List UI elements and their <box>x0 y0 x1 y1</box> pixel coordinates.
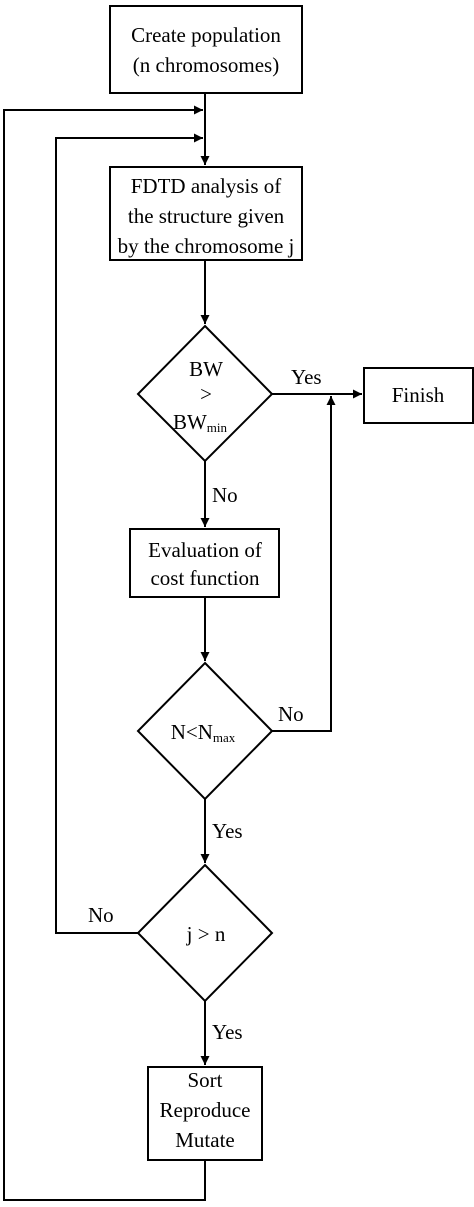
bw-line-1: BW <box>189 357 223 381</box>
n-check-main: N<N <box>171 720 213 744</box>
fdtd-line-1: FDTD analysis of <box>131 174 282 198</box>
finish-label: Finish <box>392 383 445 407</box>
create-population-box <box>109 5 303 94</box>
bw-line-3-main: BW <box>173 410 207 434</box>
sort-line-1: Sort <box>187 1068 222 1092</box>
edge-sort-to-loop-start <box>3 105 206 1201</box>
bw-yes-label: Yes <box>291 365 322 389</box>
n-check-label: N<Nmax <box>171 720 236 745</box>
j-no-label: No <box>88 903 114 927</box>
fdtd-line-3: by the chromosome j <box>118 234 295 258</box>
create-population-line-2: (n chromosomes) <box>133 53 279 77</box>
create-population-line-1: Create population <box>131 23 281 47</box>
bw-no-label: No <box>212 483 238 507</box>
bw-line-3: BWmin <box>173 410 228 435</box>
cost-line-1: Evaluation of <box>148 538 262 562</box>
n-no-label: No <box>278 702 304 726</box>
fdtd-line-2: the structure given <box>128 204 285 228</box>
finish-box <box>363 367 474 424</box>
j-yes-label: Yes <box>212 1020 243 1044</box>
sort-line-3: Mutate <box>175 1128 234 1152</box>
cost-line-2: cost function <box>150 566 260 590</box>
j-check-label: j > n <box>186 922 226 946</box>
n-check-subscript: max <box>213 730 236 745</box>
n-yes-label: Yes <box>212 819 243 843</box>
bw-line-2: > <box>200 382 212 406</box>
edge-j-no-to-fdtd <box>55 133 203 934</box>
edge-n-no-to-finish <box>272 396 336 732</box>
bw-line-3-subscript: min <box>207 420 228 435</box>
sort-line-2: Reproduce <box>160 1098 251 1122</box>
